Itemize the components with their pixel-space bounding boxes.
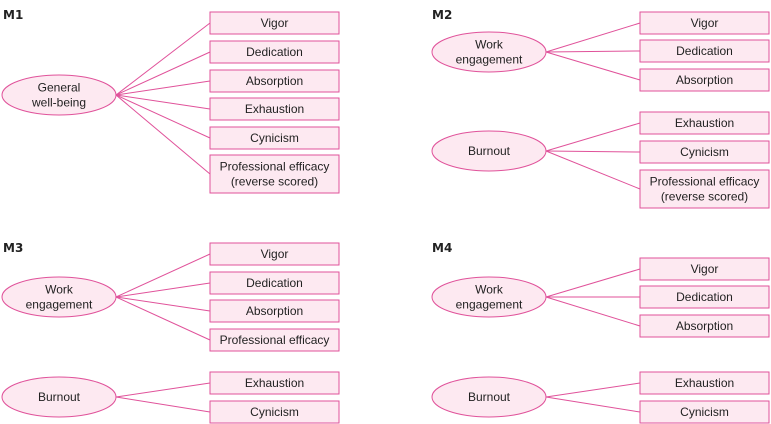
loading-line [115, 80, 211, 96]
indicator-label: Exhaustion [675, 116, 734, 130]
indicator-label: Professional efficacy [220, 333, 330, 347]
indicator-label: (reverse scored) [661, 190, 748, 204]
factor-label: engagement [456, 53, 523, 67]
indicator-label: Dedication [676, 290, 733, 304]
factor-label: well-being [31, 96, 86, 110]
loading-line [545, 296, 641, 327]
loading-line [115, 396, 211, 413]
loading-line [545, 22, 641, 53]
indicator-box [209, 11, 340, 35]
loading-line [115, 296, 211, 341]
indicator-label: Cynicism [250, 131, 299, 145]
indicator-box [639, 371, 770, 395]
indicator-box [209, 371, 340, 395]
indicator-label: Vigor [261, 16, 289, 30]
indicator-label: Absorption [676, 73, 733, 87]
indicator-box [209, 126, 340, 150]
model-label: M1 [3, 8, 23, 22]
latent-factor-ellipse [431, 376, 547, 418]
indicator-box [639, 11, 770, 35]
loading-line [115, 296, 211, 312]
model-label: M4 [432, 241, 452, 255]
indicator-box [209, 328, 340, 352]
indicator-box [209, 40, 340, 64]
loading-line [115, 94, 211, 110]
latent-factor-ellipse [1, 276, 117, 318]
loading-line [545, 150, 641, 190]
loading-line [545, 50, 641, 53]
indicator-label: Dedication [246, 45, 303, 59]
loading-line [545, 382, 641, 398]
model-label: M3 [3, 241, 23, 255]
latent-factor-ellipse [431, 31, 547, 73]
indicator-box [639, 169, 770, 209]
indicator-label: Exhaustion [675, 376, 734, 390]
indicator-box [209, 299, 340, 323]
loading-line [115, 94, 211, 139]
factor-label: engagement [456, 298, 523, 312]
model-label: M2 [432, 8, 452, 22]
indicator-label: Cynicism [680, 405, 729, 419]
indicator-box [209, 242, 340, 266]
loading-line [115, 22, 211, 96]
loading-line [545, 268, 641, 298]
indicator-label: Vigor [261, 247, 289, 261]
indicator-box [209, 97, 340, 121]
factor-label: Work [475, 283, 504, 297]
indicator-label: Cynicism [680, 145, 729, 159]
indicator-label: Dedication [676, 44, 733, 58]
factor-label: Burnout [38, 390, 81, 404]
indicator-box [639, 400, 770, 424]
indicator-box [209, 69, 340, 93]
indicator-label: Cynicism [250, 405, 299, 419]
indicator-box [209, 271, 340, 295]
indicator-box [209, 400, 340, 424]
factor-label: engagement [26, 298, 93, 312]
loading-line [115, 253, 211, 298]
factor-label: Work [45, 283, 74, 297]
indicator-box [639, 68, 770, 92]
indicator-box [639, 314, 770, 338]
indicator-label: Dedication [246, 276, 303, 290]
factor-label: Work [475, 38, 504, 52]
indicator-box [639, 39, 770, 63]
factor-label: Burnout [468, 144, 511, 158]
indicator-box [639, 140, 770, 164]
latent-factor-ellipse [1, 376, 117, 418]
loading-line [545, 396, 641, 413]
factor-label: General [38, 81, 81, 95]
loading-line [115, 282, 211, 298]
loading-line [545, 150, 641, 153]
indicator-label: Exhaustion [245, 102, 304, 116]
loading-line [115, 94, 211, 175]
loading-line [115, 51, 211, 96]
indicator-box [639, 111, 770, 135]
indicator-box [209, 154, 340, 194]
latent-factor-ellipse [431, 276, 547, 318]
indicator-box [639, 257, 770, 281]
factor-label: Burnout [468, 390, 511, 404]
latent-factor-ellipse [431, 130, 547, 172]
indicator-label: Absorption [676, 319, 733, 333]
loading-line [545, 122, 641, 152]
indicator-label: Absorption [246, 304, 303, 318]
indicator-label: (reverse scored) [231, 175, 318, 189]
latent-factor-ellipse [1, 74, 117, 116]
loading-line [545, 51, 641, 81]
indicator-label: Professional efficacy [220, 160, 330, 174]
indicator-label: Absorption [246, 74, 303, 88]
indicator-label: Vigor [691, 16, 719, 30]
indicator-label: Exhaustion [245, 376, 304, 390]
indicator-label: Professional efficacy [650, 175, 760, 189]
indicator-label: Vigor [691, 262, 719, 276]
indicator-box [639, 285, 770, 309]
loading-line [115, 382, 211, 398]
